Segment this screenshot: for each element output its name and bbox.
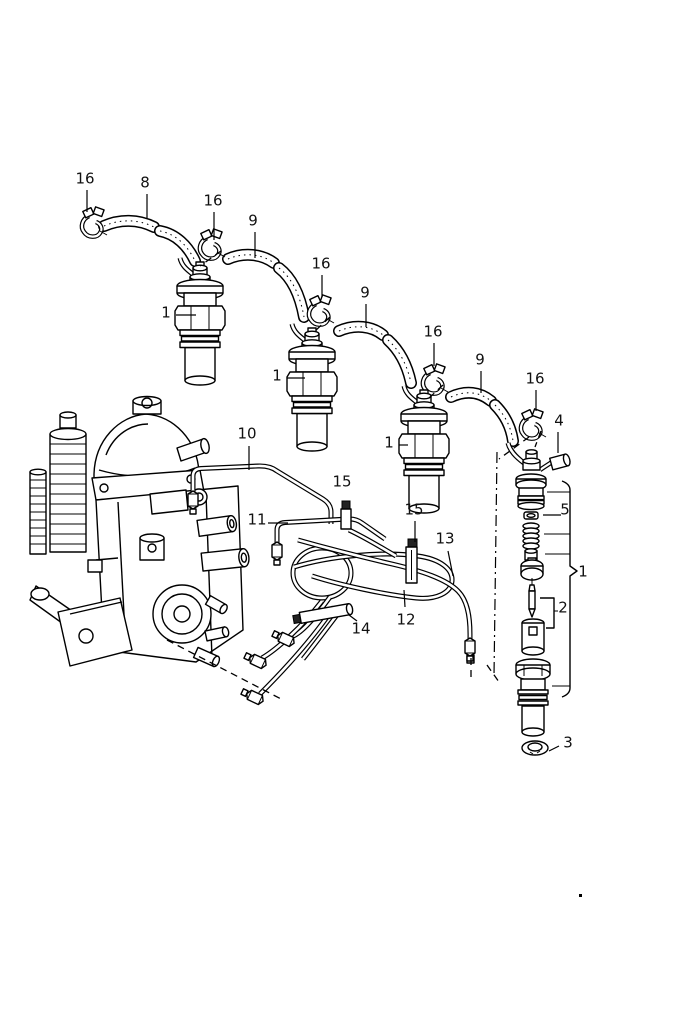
callout-4-union-piece: 4	[554, 412, 564, 430]
pipe-nut	[187, 490, 199, 515]
leader-line-13	[447, 550, 454, 577]
callout-10-injection-pipe: 10	[237, 425, 256, 443]
callout-2-nozzle-needle: 2	[558, 599, 568, 617]
pump-rib-column-small	[29, 471, 47, 555]
callout-8-fuel-hose: 8	[140, 174, 150, 192]
fuel-injector-1	[175, 258, 225, 386]
injection-pipes	[187, 463, 476, 707]
callout-16-hose-clamp: 16	[525, 370, 544, 388]
pipe-nut	[464, 637, 476, 662]
retaining-nut	[520, 557, 544, 581]
pipe-clip-15a	[340, 500, 352, 530]
fuel-return-hoses	[82, 207, 546, 447]
callout-3-heat-shield-washer: 3	[563, 734, 573, 752]
compression-spring	[522, 522, 540, 550]
hose-clamp	[309, 295, 334, 325]
stray-dot	[579, 894, 582, 897]
callout-16-hose-clamp: 16	[203, 192, 222, 210]
callout-9-fuel-hose: 9	[248, 212, 258, 230]
callout-11-injection-pipe: 11	[247, 511, 266, 529]
callout-5-shim-washer: 5	[560, 501, 570, 519]
callout-14-line-clamp-bar: 14	[351, 620, 370, 638]
line-clamp-bar-14	[292, 603, 354, 625]
callout-16-hose-clamp: 16	[423, 323, 442, 341]
leader-line-12	[403, 589, 406, 608]
construction-lines	[166, 250, 582, 897]
group-brackets	[540, 480, 578, 698]
nozzle-holder	[521, 618, 545, 656]
callout-1-fuel-injector: 1	[578, 563, 588, 581]
callout-1-fuel-injector: 1	[384, 434, 394, 452]
mounting-foot	[57, 597, 133, 667]
leader-line-3	[548, 745, 560, 752]
exploded-fuel-injector	[505, 442, 578, 756]
hose-clamp	[423, 364, 448, 394]
leader-line-14	[348, 614, 358, 622]
callout-1-fuel-injector: 1	[161, 304, 171, 322]
callout-15-pipe-clip: 15	[404, 501, 423, 519]
callout-9-fuel-hose: 9	[360, 284, 370, 302]
hose-clamp	[521, 409, 546, 439]
heat-shield-washer-3	[521, 740, 549, 756]
callout-16-hose-clamp: 16	[311, 255, 330, 273]
nozzle-body	[515, 658, 551, 737]
union-piece-4	[549, 453, 571, 471]
fuel-injector-3	[399, 386, 449, 514]
injector-body	[518, 487, 544, 497]
injection-pump-drawing	[29, 395, 250, 668]
hose-clamp	[200, 229, 225, 259]
fuel-injector-2	[287, 324, 337, 452]
nozzle-needle-2	[528, 578, 536, 618]
callout-12-injection-pipe: 12	[396, 611, 415, 629]
callout-9-fuel-hose: 9	[475, 351, 485, 369]
callout-13-injection-pipe: 13	[435, 530, 454, 548]
callout-15-pipe-clip: 15	[332, 473, 351, 491]
callout-1-fuel-injector: 1	[272, 367, 282, 385]
pipe-nut	[271, 541, 283, 566]
pipe-clip-15b	[405, 538, 418, 584]
callout-16-hose-clamp: 16	[75, 170, 94, 188]
